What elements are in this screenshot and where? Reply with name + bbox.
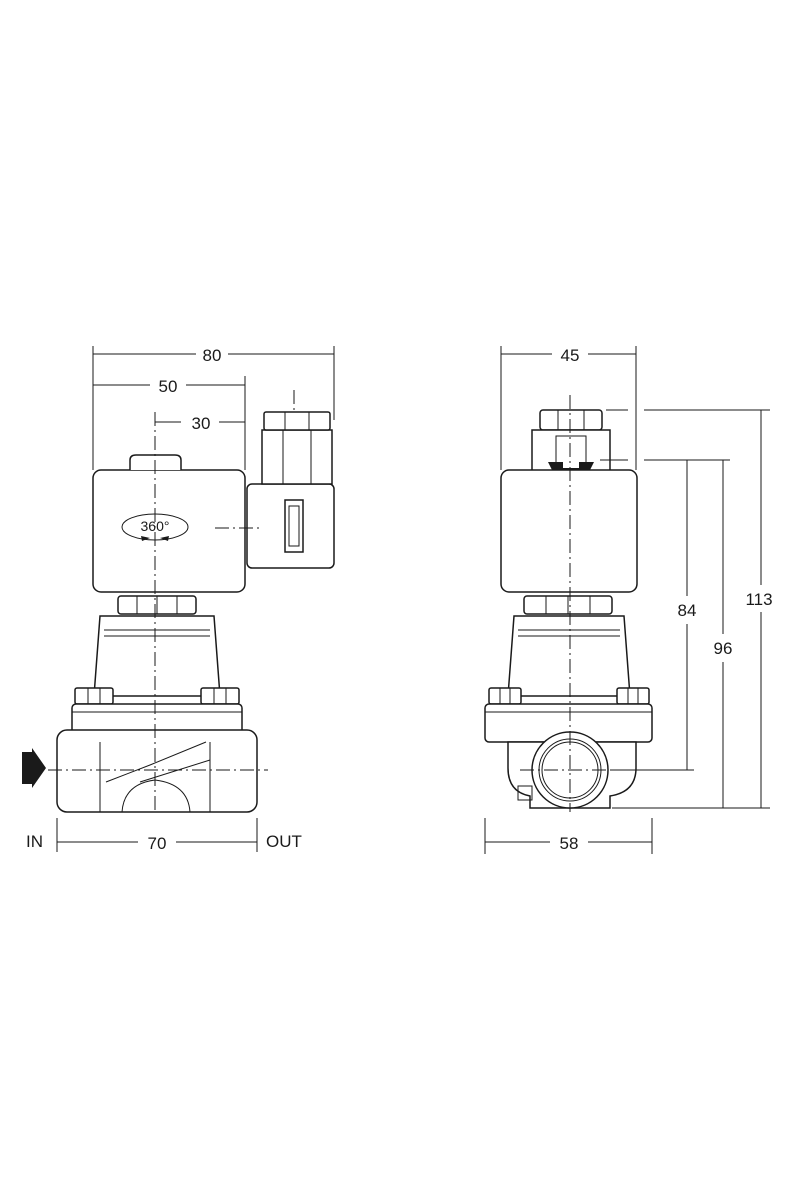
front-connector-neck xyxy=(261,429,333,485)
dim-side-width-top: 45 xyxy=(561,346,580,365)
front-bolt-left xyxy=(74,687,114,705)
side-view: 45 58 84 96 113 xyxy=(484,346,773,854)
side-bolt-left xyxy=(488,687,522,705)
dim-height-96: 96 xyxy=(714,639,733,658)
front-valve-body xyxy=(56,729,258,813)
front-bonnet xyxy=(93,615,221,697)
front-bolt-right xyxy=(200,687,240,705)
dim-side-width-base: 58 xyxy=(560,834,579,853)
dim-port-length: 70 xyxy=(148,834,167,853)
front-connector-nut xyxy=(263,411,331,431)
side-bonnet xyxy=(507,615,631,697)
inlet-flow-arrow xyxy=(22,748,46,788)
front-view: 360° 80 50 30 70 IN OUT xyxy=(22,346,335,853)
front-connector-window xyxy=(284,499,304,553)
side-bolt-right xyxy=(616,687,650,705)
side-coil xyxy=(500,469,638,593)
front-connector-window-inner xyxy=(288,505,300,547)
dim-overall-width: 80 xyxy=(203,346,222,365)
outlet-label: OUT xyxy=(266,832,302,851)
dim-axis-to-coil: 30 xyxy=(192,414,211,433)
side-connector-nut xyxy=(539,409,603,431)
dim-height-84: 84 xyxy=(678,601,697,620)
dim-coil-to-axis: 50 xyxy=(159,377,178,396)
inlet-label: IN xyxy=(26,832,43,851)
dim-height-113: 113 xyxy=(745,590,772,609)
